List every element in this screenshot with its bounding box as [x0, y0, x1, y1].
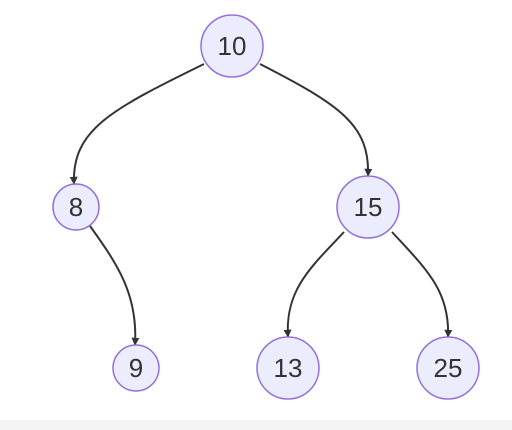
tree-node-9[interactable]: 9 — [112, 344, 160, 392]
node-label-10: 10 — [218, 31, 247, 61]
nodes-layer: 10 8 15 9 13 25 — [52, 14, 480, 400]
bottom-strip — [0, 420, 512, 430]
tree-node-10[interactable]: 10 — [200, 14, 264, 78]
node-label-9: 9 — [129, 353, 143, 383]
edge-10-to-15 — [259, 63, 373, 177]
node-label-25: 25 — [434, 353, 463, 383]
edges-layer — [69, 63, 453, 346]
edge-8-to-9 — [89, 225, 140, 346]
tree-node-25[interactable]: 25 — [416, 336, 480, 400]
node-label-8: 8 — [69, 192, 83, 222]
edge-10-to-8 — [69, 63, 205, 185]
tree-node-15[interactable]: 15 — [336, 175, 400, 239]
edge-15-to-25 — [391, 231, 453, 338]
node-label-13: 13 — [274, 353, 303, 383]
tree-node-8[interactable]: 8 — [52, 183, 100, 231]
edge-15-to-13 — [283, 231, 345, 338]
tree-node-13[interactable]: 13 — [256, 336, 320, 400]
node-label-15: 15 — [354, 192, 383, 222]
